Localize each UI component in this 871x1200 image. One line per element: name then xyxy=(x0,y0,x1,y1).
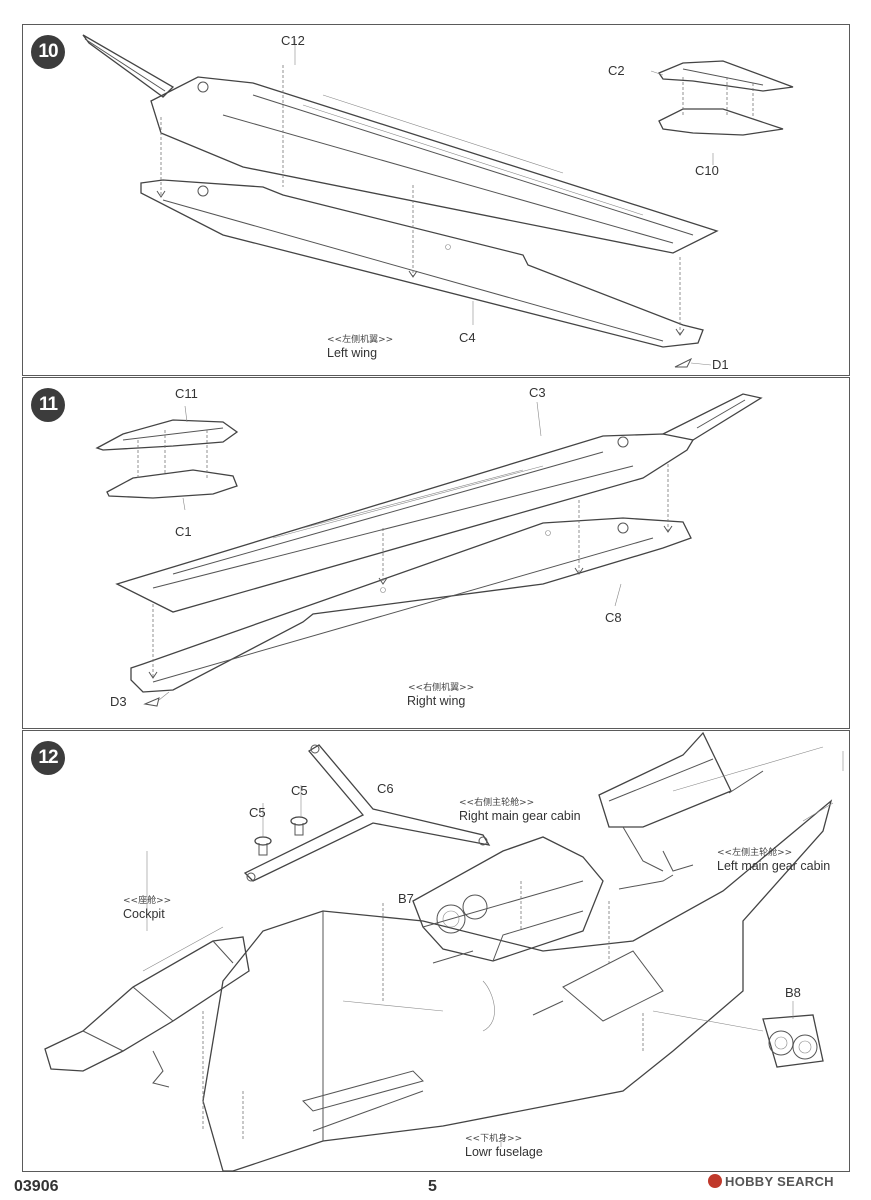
step-number-badge: 10 xyxy=(31,35,65,69)
watermark-text: HOBBY SEARCH xyxy=(725,1174,834,1189)
part-label-c5: C5 xyxy=(291,783,308,798)
caption-right-gear-cabin: Right main gear cabin xyxy=(459,809,581,823)
right-wing-drawing xyxy=(95,393,763,707)
step-number-badge: 12 xyxy=(31,741,65,775)
part-label-c11: C11 xyxy=(175,386,198,401)
watermark: HOBBY SEARCH xyxy=(708,1174,834,1189)
part-label-c6: C6 xyxy=(377,781,394,796)
part-label-c1: C1 xyxy=(175,524,192,539)
watermark-logo-icon xyxy=(708,1174,722,1188)
step-10-panel: 10 C12 C2 C10 C4 D1 <<左侧机翼>> Left wing xyxy=(22,24,850,376)
part-label-b8: B8 xyxy=(785,985,801,1000)
part-label-c12: C12 xyxy=(281,33,305,48)
part-label-b7: B7 xyxy=(398,891,414,906)
part-label-c2: C2 xyxy=(608,63,625,78)
step-number-badge: 11 xyxy=(31,388,65,422)
caption-cn-right-wing: <<右侧机翼>> xyxy=(408,683,475,693)
left-wing-drawing xyxy=(82,34,794,368)
caption-left-gear-cabin: Left main gear cabin xyxy=(717,859,831,873)
caption-cn-right-gear-cabin: <<右侧主轮舱>> xyxy=(459,798,535,808)
caption-cn-cockpit: <<座舱>> xyxy=(123,896,172,906)
part-label-c10: C10 xyxy=(695,163,719,178)
page-number: 5 xyxy=(428,1178,437,1195)
caption-left-wing: Left wing xyxy=(327,346,378,360)
caption-cn-left-gear-cabin: <<左侧主轮舱>> xyxy=(717,848,793,858)
part-label-c3: C3 xyxy=(529,385,546,400)
step-11-panel: 11 C11 C3 C1 C8 D3 <<右侧机翼>> Right wing xyxy=(22,377,850,729)
part-label-c8: C8 xyxy=(605,610,622,625)
caption-right-wing: Right wing xyxy=(407,694,466,708)
caption-cockpit: Cockpit xyxy=(123,907,165,921)
product-code: 03906 xyxy=(14,1178,59,1195)
part-label-d1: D1 xyxy=(712,357,729,372)
step-12-panel: 12 C5 C5 C6 B7 B8 <<右侧主轮舱>> Right main g… xyxy=(22,730,850,1172)
part-label-d3: D3 xyxy=(110,694,127,709)
part-label-c4: C4 xyxy=(459,330,476,345)
caption-cn-lower-fuselage: <<下机身>> xyxy=(465,1134,523,1144)
caption-cn-left-wing: <<左侧机翼>> xyxy=(327,335,394,345)
part-label-c5: C5 xyxy=(249,805,266,820)
caption-lower-fuselage: Lowr fuselage xyxy=(465,1145,543,1159)
lower-fuselage-drawing xyxy=(44,731,844,1172)
